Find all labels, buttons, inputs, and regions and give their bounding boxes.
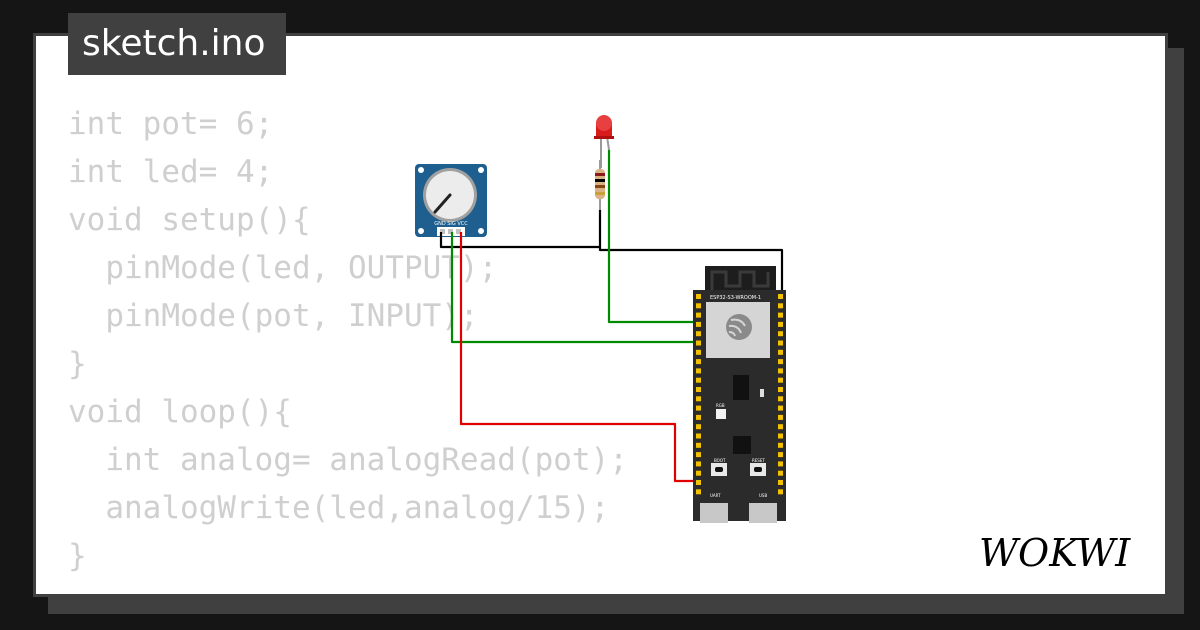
board-pin — [696, 294, 701, 299]
boot-button[interactable] — [711, 463, 727, 476]
board-pin — [696, 312, 701, 318]
potentiometer[interactable]: GND SIG VCC — [415, 164, 487, 237]
wire-green-led — [607, 150, 702, 324]
board-pin — [696, 303, 701, 309]
board-pin — [696, 433, 701, 439]
code-line: void loop(){ — [68, 394, 292, 430]
board-pins-right — [778, 294, 783, 495]
board-pin — [696, 377, 701, 383]
code-line: int pot= 6; — [68, 106, 274, 142]
board-pin — [696, 396, 701, 402]
code-line: void setup(){ — [68, 202, 311, 238]
wire-green-pot — [450, 232, 702, 344]
resistor[interactable] — [595, 160, 605, 210]
espressif-logo-icon — [726, 314, 752, 340]
board-pin — [696, 470, 701, 476]
code-line: pinMode(led, OUTPUT); — [68, 250, 498, 286]
board-pin — [778, 424, 783, 430]
code-line: int analog= analogRead(pot); — [68, 442, 628, 478]
reset-button[interactable] — [750, 463, 766, 476]
board-pin — [696, 387, 701, 392]
board-pin — [778, 349, 783, 355]
code-line: analogWrite(led,analog/15); — [68, 490, 610, 526]
board-pin — [696, 405, 701, 411]
board-pin — [778, 470, 783, 476]
wires — [439, 150, 784, 483]
board-pin — [778, 433, 783, 439]
resistor-icon — [595, 169, 605, 199]
board-pin — [696, 461, 701, 467]
board-pin — [696, 368, 701, 374]
board-pin — [778, 294, 783, 299]
code-line: } — [68, 346, 87, 382]
board-pin — [778, 321, 783, 327]
board-pin — [778, 340, 783, 346]
board-pin — [778, 303, 783, 309]
board-pin — [696, 414, 701, 420]
led[interactable] — [594, 115, 614, 168]
usb-port[interactable] — [749, 503, 777, 523]
board-label: ESP32-S3-WROOM-1 — [710, 295, 761, 301]
pot-pin-labels: GND SIG VCC — [434, 221, 468, 227]
file-tab-label: sketch.ino — [82, 23, 266, 64]
boot-label: BOOT — [714, 458, 726, 463]
board-pin — [696, 442, 701, 448]
board-pin — [696, 349, 701, 355]
board-pin — [778, 359, 783, 365]
board-pin — [778, 312, 783, 318]
board-pin — [778, 368, 783, 374]
board-pin — [778, 461, 783, 467]
wire-red-vcc — [459, 232, 702, 483]
file-tab[interactable]: sketch.ino — [68, 13, 286, 75]
board-pin — [696, 321, 701, 327]
board-pin — [696, 424, 701, 430]
board-pin — [696, 480, 701, 485]
board-pin — [696, 452, 701, 458]
board-pin — [778, 452, 783, 458]
board-pin — [778, 387, 783, 392]
board-pin — [778, 377, 783, 383]
board-pin — [778, 405, 783, 411]
board-pin — [778, 489, 783, 495]
board-pin — [696, 489, 701, 495]
uart-label: UART — [710, 493, 721, 498]
board-pin — [696, 340, 701, 346]
board-pin — [778, 480, 783, 485]
code-line: } — [68, 538, 87, 574]
wire-black-gnd-board — [598, 247, 784, 292]
potentiometer-knob-icon[interactable] — [423, 168, 477, 222]
code-line: int led= 4; — [68, 154, 274, 190]
board-pin — [778, 442, 783, 448]
board-pin — [778, 414, 783, 420]
board-pin — [778, 396, 783, 402]
usb-label: USB — [759, 493, 767, 498]
wokwi-logo-text: WOKWI — [979, 531, 1131, 575]
board-pin — [696, 359, 701, 365]
code-block: int pot= 6; int led= 4; void setup(){ pi… — [68, 100, 628, 580]
wire-black-gnd — [439, 210, 602, 249]
wokwi-logo: WOKWI — [979, 531, 1131, 575]
rgb-label: RGB — [716, 403, 725, 408]
board-pins-left — [696, 294, 701, 495]
uart-usb-port[interactable] — [700, 503, 728, 523]
code-line: pinMode(pot, INPUT); — [68, 298, 479, 334]
reset-label: RESET — [752, 458, 765, 463]
esp32-board[interactable]: ESP32-S3-WROOM-1 RGB BOOT RESET UART USB — [693, 266, 786, 523]
led-icon — [594, 115, 614, 139]
board-pin — [778, 331, 783, 337]
board-pin — [696, 331, 701, 337]
